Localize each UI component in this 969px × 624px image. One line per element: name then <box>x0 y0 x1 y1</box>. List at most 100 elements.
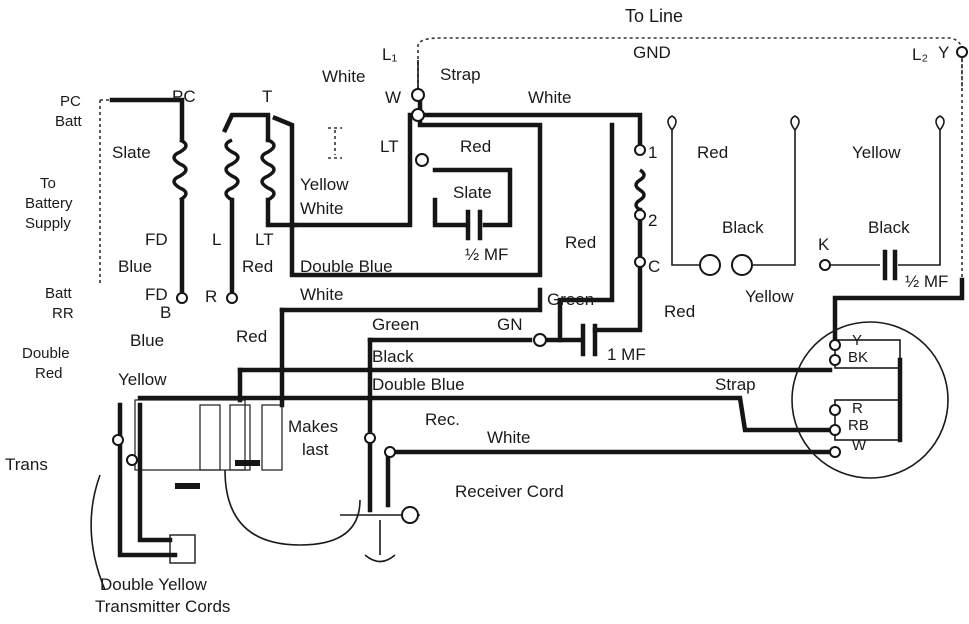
label-yellow-b: Yellow <box>118 370 167 389</box>
yellow-right-wire <box>898 130 941 266</box>
wire-double-blue <box>272 112 543 278</box>
switch-spring-b <box>229 404 251 471</box>
label-makes: Makes <box>288 417 338 436</box>
terminal-trans <box>112 434 124 446</box>
label-white-bus: White <box>487 428 530 447</box>
terminal-k <box>819 259 831 271</box>
trans-cord-loop <box>90 474 106 591</box>
wire-double-blue-bus <box>137 395 833 433</box>
terminal-r <box>226 292 238 304</box>
terminal-lt <box>415 153 429 167</box>
label-l1: L₁ <box>382 45 397 64</box>
label-strap-top: Strap <box>440 65 481 84</box>
label-fd-low: FD <box>145 285 168 304</box>
label-double-blue-bus: Double Blue <box>372 375 465 394</box>
handset-arc <box>224 469 361 546</box>
label-transmitter-cords: Transmitter Cords <box>95 597 230 616</box>
label-fd-top: FD <box>145 230 168 249</box>
dial-term-w <box>829 446 841 458</box>
label-cap-1mf: 1 MF <box>607 345 646 364</box>
label-red-right: Red <box>697 143 728 162</box>
label-gnd: GND <box>633 43 671 62</box>
dial-outline <box>791 321 949 479</box>
label-num-1: 1 <box>648 143 657 162</box>
label-yellow-low: Yellow <box>745 287 794 306</box>
ringer-lug-black <box>790 115 800 131</box>
label-green-bus: Green <box>372 315 419 334</box>
handset-cord-a <box>117 402 178 558</box>
label-white-mid: White <box>300 285 343 304</box>
label-l2: L₂ <box>912 45 928 64</box>
terminal-2 <box>634 209 646 221</box>
label-white-coil: White <box>300 199 343 218</box>
handset-body <box>134 399 246 471</box>
terminal-1 <box>634 144 646 156</box>
label-blue-fd: Blue <box>118 257 152 276</box>
label-k: K <box>818 235 830 254</box>
wire-c-red <box>592 257 643 333</box>
ringer-gong-a <box>699 254 721 276</box>
label-battery: Battery <box>25 195 73 212</box>
label-pc: PC <box>60 93 81 110</box>
wire-lt <box>265 197 298 228</box>
label-yellow-right: Yellow <box>852 143 901 162</box>
label-strap-right: Strap <box>715 375 756 394</box>
label-red-dbl: Red <box>35 365 63 382</box>
label-red-cap: Red <box>664 302 695 321</box>
label-trans: Trans <box>5 455 48 474</box>
wire-lt-white <box>289 112 413 228</box>
label-dial-r: R <box>852 400 863 417</box>
label-num-2: 2 <box>648 211 657 230</box>
label-dial-y: Y <box>852 332 862 349</box>
label-supply: Supply <box>25 215 71 232</box>
label-receiver-cord: Receiver Cord <box>455 482 564 501</box>
label-pc-coil: PC <box>172 87 196 106</box>
label-black-right: Black <box>868 218 910 237</box>
label-dial-bk: BK <box>848 349 868 366</box>
label-y-top: Y <box>938 43 949 62</box>
label-l-mid: L <box>212 230 221 249</box>
label-yellow-coil: Yellow <box>300 175 349 194</box>
label-cap-mf: ½ MF <box>465 245 508 264</box>
switch-bar-a <box>175 483 200 489</box>
label-gn: GN <box>497 315 523 334</box>
label-batt-rr-2: RR <box>52 305 74 322</box>
label-white-top: White <box>322 67 365 86</box>
label-w: W <box>385 88 401 107</box>
label-red-l: Red <box>242 257 273 276</box>
terminal-rec-b <box>384 446 396 458</box>
label-r-term: R <box>205 287 217 306</box>
terminal-rec <box>364 432 376 444</box>
label-black-ringer: Black <box>722 218 764 237</box>
dial-term-r <box>829 404 841 416</box>
label-blue-b: Blue <box>130 331 164 350</box>
ringer-lug-red <box>667 115 677 131</box>
label-to: To <box>40 175 56 192</box>
label-t: T <box>262 87 272 106</box>
terminal-c <box>634 256 646 268</box>
label-red-rr: Red <box>236 327 267 346</box>
wire-white-top <box>417 92 643 153</box>
wire-pc <box>109 97 185 143</box>
label-last: last <box>302 440 329 459</box>
switch-bar-b <box>235 460 260 466</box>
label-rec: Rec. <box>425 410 460 429</box>
wire-slate-cap <box>432 197 468 228</box>
label-dial-w: W <box>852 437 867 454</box>
label-black-bus: Black <box>372 347 414 366</box>
wire-red-lt <box>432 167 513 228</box>
label-slate-left: Slate <box>112 143 151 162</box>
label-green-top: Green <box>547 290 594 309</box>
switch-spring-c <box>261 404 283 471</box>
induction-coil-mid <box>224 138 240 202</box>
label-c: C <box>648 257 660 276</box>
label-half-mf: ½ MF <box>905 272 948 291</box>
terminal-l1 <box>411 88 425 102</box>
label-lt-low: LT <box>255 230 274 249</box>
terminal-trans-b <box>126 454 138 466</box>
wire-white-mid <box>279 287 543 313</box>
label-double-blue-mid: Double Blue <box>300 257 393 276</box>
wire-yellow-low <box>832 277 965 343</box>
wire-t <box>222 112 271 143</box>
induction-coil-right <box>260 138 276 202</box>
